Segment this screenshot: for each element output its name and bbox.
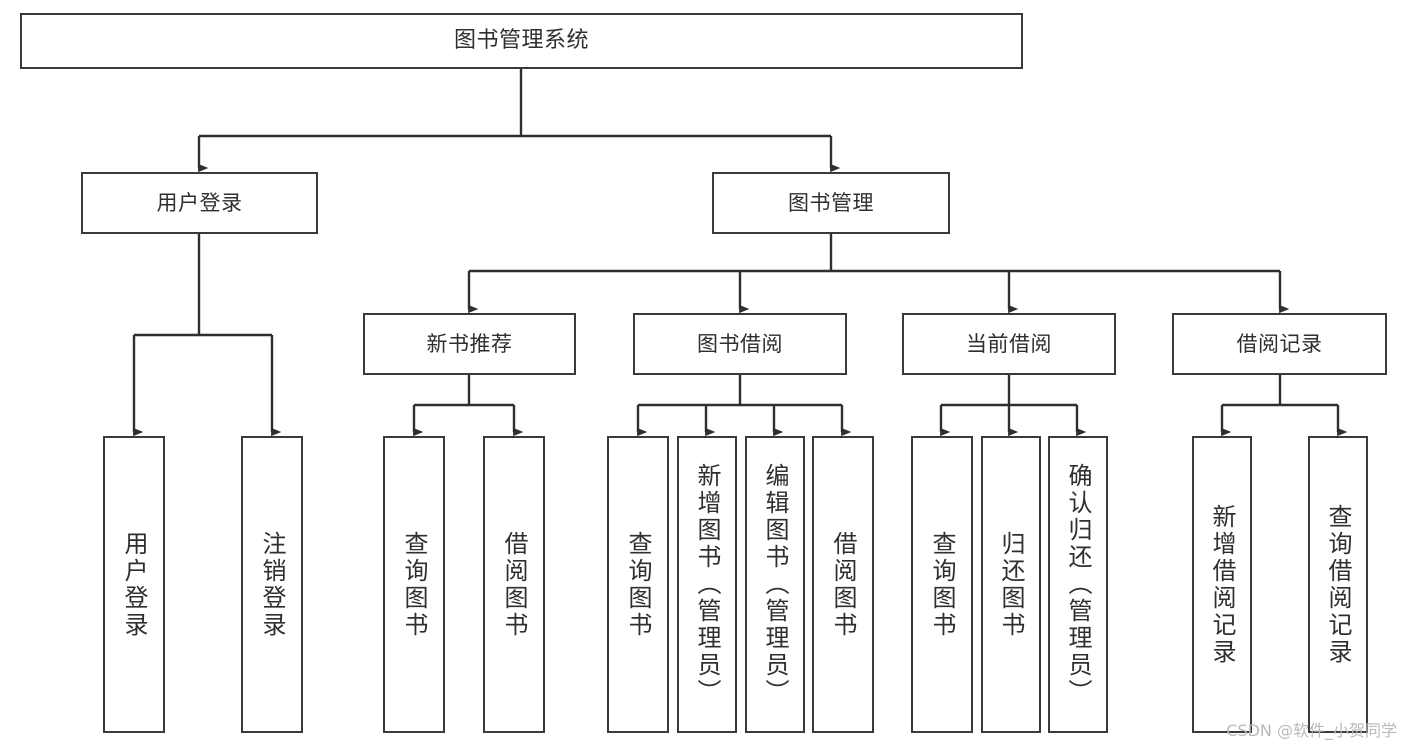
node-leaf-query-book-1-label: 查询图书 xyxy=(400,530,428,639)
node-leaf-user-login-label: 用户登录 xyxy=(120,530,148,639)
node-leaf-borrow-book-1[interactable]: 借阅图书 xyxy=(483,436,545,733)
node-leaf-borrow-book-1-label: 借阅图书 xyxy=(500,530,528,639)
csdn-watermark: CSDN @软件_小贺同学 xyxy=(1226,721,1397,740)
node-leaf-return-book[interactable]: 归还图书 xyxy=(981,436,1041,733)
node-leaf-query-record-label: 查询借阅记录 xyxy=(1324,503,1352,666)
node-leaf-logout-login-label: 注销登录 xyxy=(258,530,286,639)
node-book-management[interactable]: 图书管理 xyxy=(712,172,950,234)
node-leaf-add-book[interactable]: 新增图书（管理员） xyxy=(677,436,737,733)
node-leaf-borrow-book-2[interactable]: 借阅图书 xyxy=(812,436,874,733)
node-leaf-user-login[interactable]: 用户登录 xyxy=(103,436,165,733)
node-current-borrow-label: 当前借阅 xyxy=(966,331,1052,356)
node-book-borrow[interactable]: 图书借阅 xyxy=(633,313,847,375)
node-root[interactable]: 图书管理系统 xyxy=(20,13,1023,69)
node-leaf-add-book-label: 新增图书（管理员） xyxy=(693,463,721,706)
node-user-login-label: 用户登录 xyxy=(156,190,243,215)
node-user-login[interactable]: 用户登录 xyxy=(81,172,318,234)
node-leaf-edit-book[interactable]: 编辑图书（管理员） xyxy=(745,436,805,733)
node-leaf-borrow-book-2-label: 借阅图书 xyxy=(829,530,857,639)
node-leaf-logout-login[interactable]: 注销登录 xyxy=(241,436,303,733)
node-leaf-query-book-3-label: 查询图书 xyxy=(928,530,956,639)
node-leaf-edit-book-label: 编辑图书（管理员） xyxy=(761,463,789,706)
node-leaf-return-book-label: 归还图书 xyxy=(997,530,1025,639)
node-leaf-confirm-return[interactable]: 确认归还（管理员） xyxy=(1048,436,1108,733)
node-borrow-record-label: 借阅记录 xyxy=(1236,331,1323,356)
node-borrow-record[interactable]: 借阅记录 xyxy=(1172,313,1387,375)
node-leaf-query-book-1[interactable]: 查询图书 xyxy=(383,436,445,733)
node-leaf-confirm-return-label: 确认归还（管理员） xyxy=(1064,463,1092,706)
node-leaf-query-book-3[interactable]: 查询图书 xyxy=(911,436,973,733)
node-new-book-recommend[interactable]: 新书推荐 xyxy=(363,313,576,375)
node-root-label: 图书管理系统 xyxy=(453,28,589,54)
node-leaf-query-record[interactable]: 查询借阅记录 xyxy=(1308,436,1368,733)
node-leaf-add-record[interactable]: 新增借阅记录 xyxy=(1192,436,1252,733)
node-new-book-recommend-label: 新书推荐 xyxy=(426,331,513,356)
node-book-borrow-label: 图书借阅 xyxy=(697,331,783,356)
node-leaf-add-record-label: 新增借阅记录 xyxy=(1208,503,1236,666)
node-leaf-query-book-2[interactable]: 查询图书 xyxy=(607,436,669,733)
node-current-borrow[interactable]: 当前借阅 xyxy=(902,313,1116,375)
node-book-management-label: 图书管理 xyxy=(788,190,874,215)
node-leaf-query-book-2-label: 查询图书 xyxy=(624,530,652,639)
